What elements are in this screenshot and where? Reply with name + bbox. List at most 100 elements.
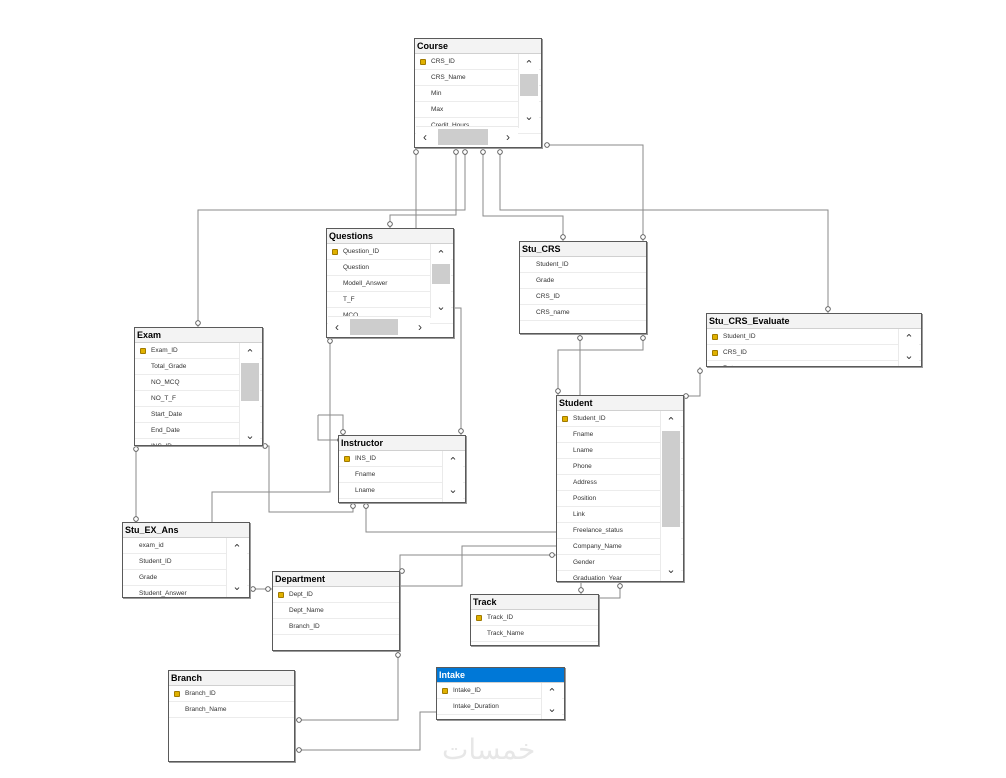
scrollbar-thumb[interactable]	[241, 363, 259, 401]
relationship-line[interactable]	[400, 545, 556, 587]
vertical-scrollbar[interactable]: ⌃ ⌄	[226, 538, 247, 597]
scroll-up-icon[interactable]: ⌃	[904, 333, 914, 345]
table-intake[interactable]: Intake Intake_IDIntake_DurationBranch_ID…	[436, 667, 565, 720]
scroll-down-icon[interactable]: ⌄	[666, 564, 676, 576]
relationship-line[interactable]	[389, 150, 457, 228]
relationship-line[interactable]	[454, 307, 462, 435]
column-row[interactable]: Lname	[339, 483, 465, 499]
scroll-down-icon[interactable]: ⌄	[448, 484, 458, 496]
column-row[interactable]: Branch_ID	[169, 686, 294, 702]
scroll-down-icon[interactable]: ⌄	[232, 581, 242, 593]
column-row[interactable]: NO_MCQ	[135, 375, 262, 391]
scroll-down-icon[interactable]: ⌄	[245, 430, 255, 442]
vertical-scrollbar[interactable]: ⌃ ⌄	[518, 54, 539, 128]
column-row[interactable]: INS_ID	[339, 451, 465, 467]
scrollbar-thumb[interactable]	[662, 431, 680, 527]
column-row[interactable]: Link	[557, 507, 683, 523]
column-row[interactable]: Address	[557, 475, 683, 491]
relationship-line[interactable]	[365, 503, 556, 533]
column-row[interactable]: Dept_Name	[273, 603, 399, 619]
column-row[interactable]: Track_Name	[471, 626, 598, 642]
column-row[interactable]: Grade	[123, 570, 249, 586]
vertical-scrollbar[interactable]: ⌃ ⌄	[541, 683, 562, 719]
column-row[interactable]: CRS_ID	[415, 54, 541, 70]
scroll-right-icon[interactable]: ›	[418, 320, 422, 334]
column-row[interactable]: Fname	[339, 467, 465, 483]
scroll-down-icon[interactable]: ⌄	[904, 350, 914, 362]
column-row[interactable]: Dept_ID	[273, 587, 399, 603]
relationship-line[interactable]	[295, 711, 436, 751]
column-row[interactable]: Track_ID	[471, 610, 598, 626]
column-row[interactable]: Fname	[557, 427, 683, 443]
column-row[interactable]: Student_ID	[123, 554, 249, 570]
column-row[interactable]: Company_Name	[557, 539, 683, 555]
column-row[interactable]: Phone	[557, 459, 683, 475]
vertical-scrollbar[interactable]: ⌃ ⌄	[898, 329, 919, 366]
relationship-line[interactable]	[295, 651, 399, 721]
scroll-up-icon[interactable]: ⌃	[524, 59, 534, 71]
column-row[interactable]: Start_Date	[135, 407, 262, 423]
scroll-down-icon[interactable]: ⌄	[547, 703, 557, 715]
scroll-up-icon[interactable]: ⌃	[448, 456, 458, 468]
column-row[interactable]: INS_ID	[135, 439, 262, 445]
scroll-up-icon[interactable]: ⌃	[547, 687, 557, 699]
scroll-down-icon[interactable]: ⌄	[436, 301, 446, 313]
column-row[interactable]: T_F	[327, 292, 453, 308]
column-row[interactable]: Branch_Name	[169, 702, 294, 718]
scroll-up-icon[interactable]: ⌃	[232, 543, 242, 555]
vertical-scrollbar[interactable]: ⌃ ⌄	[660, 411, 681, 581]
scroll-down-icon[interactable]: ⌄	[524, 111, 534, 123]
column-row[interactable]: CRS_name	[520, 305, 646, 321]
relationship-line[interactable]	[318, 414, 344, 435]
scroll-left-icon[interactable]: ‹	[423, 130, 427, 144]
column-row[interactable]: Student_ID	[707, 329, 921, 345]
relationship-line[interactable]	[399, 554, 556, 571]
scroll-up-icon[interactable]: ⌃	[245, 348, 255, 360]
column-row[interactable]: Branch_ID	[273, 619, 399, 635]
vertical-scrollbar[interactable]: ⌃ ⌄	[239, 343, 260, 445]
column-row[interactable]: CRS_Name	[415, 70, 541, 86]
scroll-left-icon[interactable]: ‹	[335, 320, 339, 334]
scroll-right-icon[interactable]: ›	[506, 130, 510, 144]
column-row[interactable]: Position	[557, 491, 683, 507]
column-row[interactable]: CRS_ID	[707, 345, 921, 361]
vertical-scrollbar[interactable]: ⌃ ⌄	[430, 244, 451, 318]
column-row[interactable]: Student_ID	[520, 257, 646, 273]
column-row[interactable]: Student_Answer	[123, 586, 249, 597]
column-row[interactable]: End_Date	[135, 423, 262, 439]
column-row[interactable]: Intake_ID	[437, 683, 564, 699]
scroll-up-icon[interactable]: ⌃	[436, 249, 446, 261]
column-row[interactable]: Exam_ID	[135, 343, 262, 359]
column-row[interactable]: Modell_Answer	[327, 276, 453, 292]
column-row[interactable]: Min	[415, 86, 541, 102]
scrollbar-thumb[interactable]	[432, 264, 450, 284]
horizontal-scrollbar[interactable]: ‹ ›	[328, 316, 430, 337]
column-row[interactable]: NO_T_F	[135, 391, 262, 407]
vertical-scrollbar[interactable]: ⌃ ⌄	[442, 451, 463, 502]
column-row[interactable]: Total_Grade	[135, 359, 262, 375]
relationship-line[interactable]	[684, 367, 701, 397]
column-row[interactable]: Question	[327, 260, 453, 276]
column-row[interactable]: Student_ID	[557, 411, 683, 427]
column-row[interactable]: exam_id	[123, 538, 249, 554]
scrollbar-thumb[interactable]	[520, 74, 538, 96]
relationship-line[interactable]	[557, 334, 644, 395]
column-row[interactable]: Graduation_Year	[557, 571, 683, 581]
column-row[interactable]: Rate	[707, 361, 921, 366]
relationship-line[interactable]	[600, 582, 621, 599]
scrollbar-thumb[interactable]	[438, 129, 488, 145]
column-row[interactable]: Max	[415, 102, 541, 118]
column-row[interactable]: CRS_ID	[520, 289, 646, 305]
column-row[interactable]: Gender	[557, 555, 683, 571]
table-course[interactable]: Course CRS_IDCRS_NameMinMaxCredit_Hours …	[414, 38, 542, 148]
